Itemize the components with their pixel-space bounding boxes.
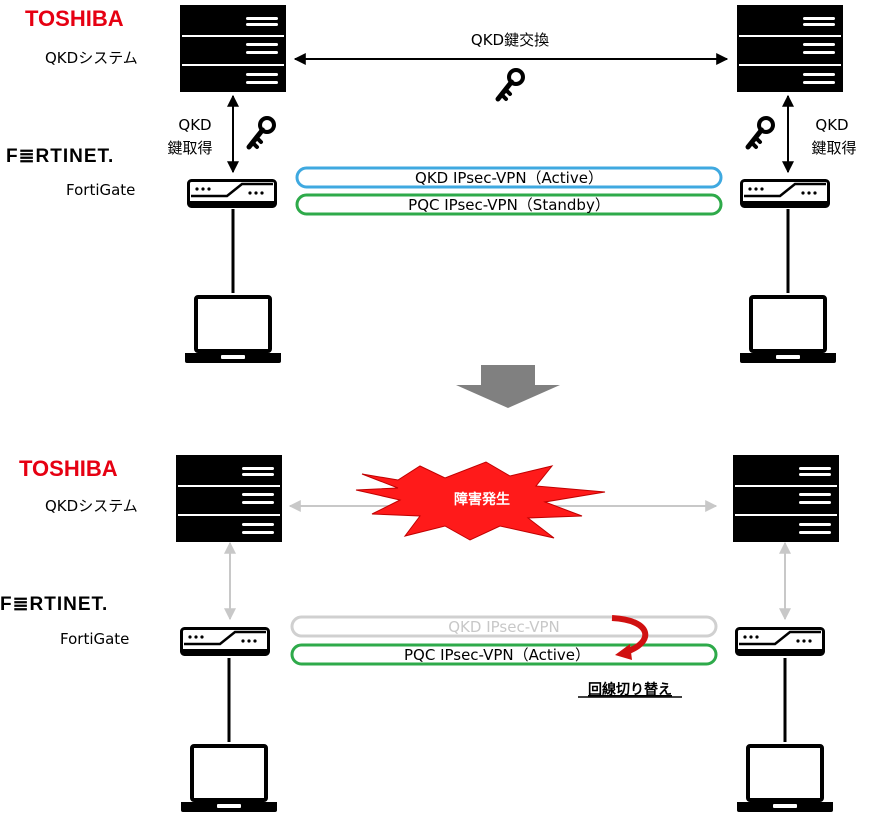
qkd-server-icon (736, 4, 844, 93)
pqc-vpn-tunnel-active (290, 643, 718, 666)
laptop-icon (735, 744, 835, 814)
laptop-icon (179, 744, 279, 814)
qkd-vpn-tunnel-label: QKD IPsec-VPN（Active） (415, 169, 603, 187)
down-arrow-icon (456, 365, 560, 408)
pqc-vpn-tunnel (295, 193, 723, 216)
failure-label: 障害発生 (454, 491, 510, 508)
key-fetch-label-right-line1: QKD (815, 116, 848, 134)
pqc-vpn-tunnel-label: PQC IPsec-VPN（Active） (404, 646, 590, 664)
failure-burst-icon (355, 461, 606, 541)
fortigate-router-icon (187, 179, 277, 208)
switch-label: 回線切り替え (588, 681, 672, 698)
key-icon (498, 70, 523, 99)
toshiba-logo: TOSHIBA (25, 6, 124, 31)
bottom-scenario: TOSHIBA QKDシステム F≣RTINET. FortiGate 障害発生… (0, 454, 840, 814)
key-exchange-label: QKD鍵交換 (471, 31, 549, 49)
top-scenario: TOSHIBA QKDシステム F≣RTINET. FortiGate QKD鍵… (6, 4, 857, 365)
qkd-system-label: QKDシステム (45, 49, 138, 67)
qkd-vpn-tunnel-label: QKD IPsec-VPN (448, 618, 560, 636)
fortigate-label: FortiGate (60, 630, 129, 648)
toshiba-logo: TOSHIBA (19, 456, 118, 481)
key-icon (249, 118, 274, 147)
fortigate-router-icon (180, 627, 270, 656)
curved-arrow-head (615, 644, 632, 660)
laptop-icon (738, 295, 838, 365)
fortinet-logo: F≣RTINET. (6, 146, 114, 167)
qkd-vpn-tunnel-down (290, 615, 718, 638)
fortigate-router-icon (740, 179, 830, 208)
laptop-icon (183, 295, 283, 365)
qkd-server-icon (179, 4, 287, 93)
pqc-vpn-tunnel-label: PQC IPsec-VPN（Standby） (408, 196, 610, 214)
key-fetch-label-right-line2: 鍵取得 (811, 139, 856, 157)
qkd-server-icon (175, 454, 283, 543)
qkd-server-icon (732, 454, 840, 543)
key-icon (748, 118, 773, 147)
qkd-vpn-tunnel (295, 166, 723, 189)
fortigate-router-icon (735, 627, 825, 656)
key-fetch-label-left-line2: 鍵取得 (167, 139, 212, 157)
key-fetch-label-left-line1: QKD (178, 116, 211, 134)
qkd-system-label: QKDシステム (45, 497, 138, 515)
fortinet-logo: F≣RTINET. (0, 594, 108, 615)
fortigate-label: FortiGate (66, 181, 135, 199)
curved-arrow-icon (611, 615, 649, 655)
